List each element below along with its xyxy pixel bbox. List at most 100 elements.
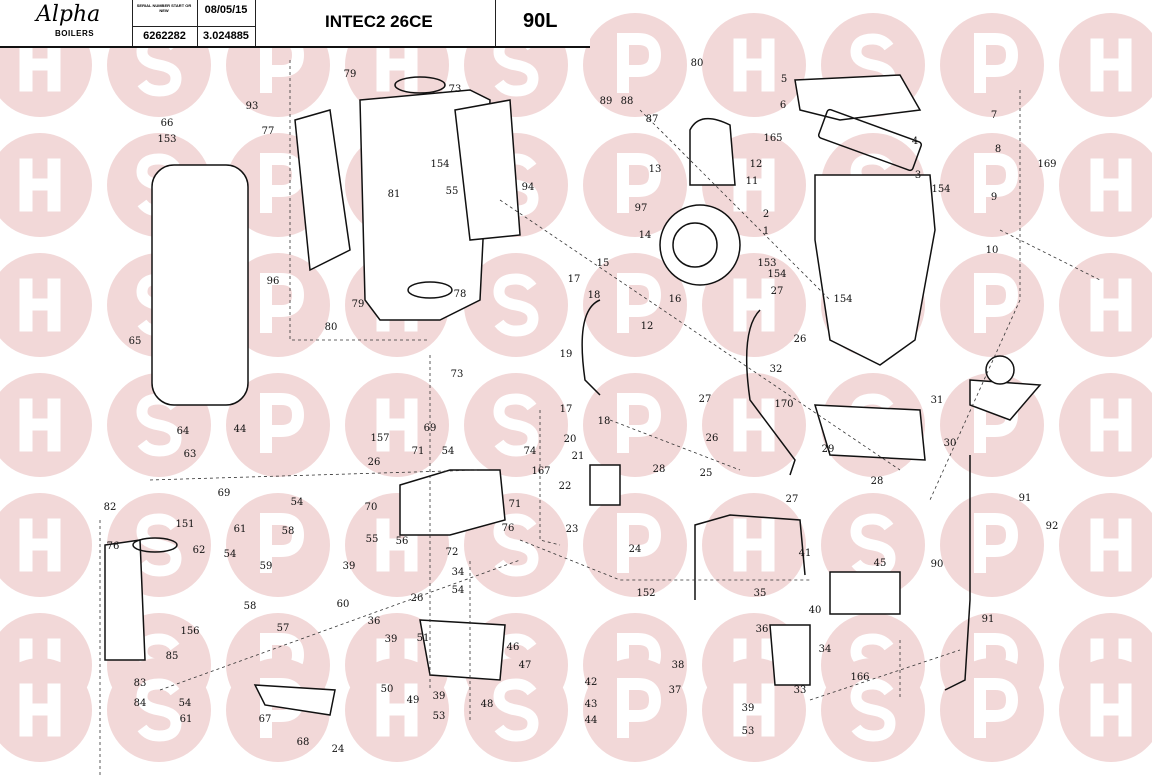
part-number-label: 71 — [509, 499, 522, 510]
expansion-vessel — [151, 164, 249, 406]
part-number-label: 17 — [568, 274, 581, 285]
part-number-label: 153 — [757, 258, 776, 269]
part-number-label: 53 — [433, 711, 446, 722]
heat-exchanger — [814, 174, 936, 366]
fan-inlet — [672, 222, 718, 268]
part-number-label: 35 — [754, 588, 767, 599]
part-number-label: 78 — [454, 289, 467, 300]
part-number-label: 153 — [157, 134, 176, 145]
part-number-label: 27 — [699, 394, 712, 405]
part-number-label: 42 — [585, 677, 598, 688]
part-number-label: 53 — [742, 726, 755, 737]
part-number-label: 8 — [995, 144, 1001, 155]
part-number-label: 80 — [325, 322, 338, 333]
siphon-collar — [132, 537, 178, 553]
part-number-label: 22 — [559, 481, 572, 492]
part-number-label: 39 — [343, 561, 356, 572]
part-number-label: 91 — [982, 614, 995, 625]
part-number-label: 40 — [809, 605, 822, 616]
condensate-tray — [813, 404, 926, 461]
part-number-label: 167 — [531, 466, 550, 477]
part-number-label: 57 — [277, 623, 290, 634]
part-number-label: 58 — [244, 601, 257, 612]
part-number-label: 157 — [370, 433, 389, 444]
part-number-label: 84 — [134, 698, 147, 709]
part-number-label: 54 — [224, 549, 237, 560]
version-code: 3.024885 — [197, 26, 255, 42]
part-number-label: 87 — [646, 114, 659, 125]
part-number-label: 14 — [639, 230, 652, 241]
part-number-label: 28 — [653, 464, 666, 475]
part-number-label: 31 — [931, 395, 944, 406]
part-number-label: 69 — [424, 423, 437, 434]
part-number-label: 25 — [700, 468, 713, 479]
part-number-label: 152 — [636, 588, 655, 599]
diverter-valve — [419, 619, 506, 681]
part-number-label: 24 — [629, 544, 642, 555]
part-number-label: 51 — [417, 633, 430, 644]
part-number-label: 76 — [107, 541, 120, 552]
part-number-label: 80 — [691, 58, 704, 69]
part-number-label: 41 — [799, 548, 812, 559]
part-number-label: 79 — [344, 69, 357, 80]
part-number-label: 26 — [794, 334, 807, 345]
part-number-label: 18 — [588, 290, 601, 301]
part-number-label: 54 — [442, 446, 455, 457]
serial-cell: SERIAL NUMBER START OR NEW 6262282 — [132, 0, 198, 46]
part-number-label: 17 — [560, 404, 573, 415]
part-number-label: 5 — [781, 74, 787, 85]
part-number-label: 24 — [332, 744, 345, 755]
part-number-label: 72 — [446, 547, 459, 558]
title-block: Alpha BOILERS SERIAL NUMBER START OR NEW… — [0, 0, 590, 48]
part-number-label: 71 — [412, 446, 425, 457]
part-number-label: 4 — [912, 136, 918, 147]
part-number-label: 64 — [177, 426, 190, 437]
date: 08/05/15 — [204, 4, 248, 16]
part-number-label: 20 — [564, 434, 577, 445]
part-number-label: 93 — [246, 101, 259, 112]
part-number-label: 11 — [746, 176, 759, 187]
model-cell — [255, 0, 496, 46]
brand-name: Alpha — [36, 2, 101, 27]
burner-gasket — [817, 108, 923, 172]
part-number-label: 27 — [786, 494, 799, 505]
part-number-label: 46 — [507, 642, 520, 653]
part-number-label: 85 — [166, 651, 179, 662]
part-number-label: 92 — [1046, 521, 1059, 532]
part-number-label: 154 — [430, 159, 449, 170]
part-number-label: 45 — [874, 558, 887, 569]
pump — [399, 469, 506, 536]
part-number-label: 37 — [669, 685, 682, 696]
part-number-label: 76 — [502, 523, 515, 534]
part-number-label: 165 — [763, 133, 782, 144]
part-number-label: 55 — [446, 186, 459, 197]
base-plate — [253, 684, 336, 716]
part-number-label: 30 — [944, 438, 957, 449]
part-number-label: 66 — [161, 118, 174, 129]
part-number-label: 62 — [193, 545, 206, 556]
part-number-label: 2 — [763, 209, 769, 220]
part-number-label: 59 — [260, 561, 273, 572]
part-number-label: 97 — [635, 203, 648, 214]
part-number-label: 9 — [991, 192, 997, 203]
part-number-label: 34 — [819, 644, 832, 655]
part-number-label: 33 — [794, 685, 807, 696]
part-number-label: 169 — [1037, 159, 1056, 170]
part-number-label: 19 — [560, 349, 573, 360]
part-number-label: 91 — [1019, 493, 1032, 504]
part-number-label: 94 — [522, 182, 535, 193]
part-number-label: 34 — [452, 567, 465, 578]
burner-manifold — [794, 74, 922, 121]
part-number-label: 26 — [411, 593, 424, 604]
part-number-label: 74 — [524, 446, 537, 457]
fan — [659, 204, 741, 286]
part-number-label: 27 — [771, 286, 784, 297]
part-number-label: 89 — [600, 96, 613, 107]
part-number-label: 73 — [451, 369, 464, 380]
part-number-label: 58 — [282, 526, 295, 537]
model-name: INTEC2 26CE — [325, 12, 433, 31]
part-number-label: 69 — [218, 488, 231, 499]
part-number-label: 6 — [780, 100, 786, 111]
